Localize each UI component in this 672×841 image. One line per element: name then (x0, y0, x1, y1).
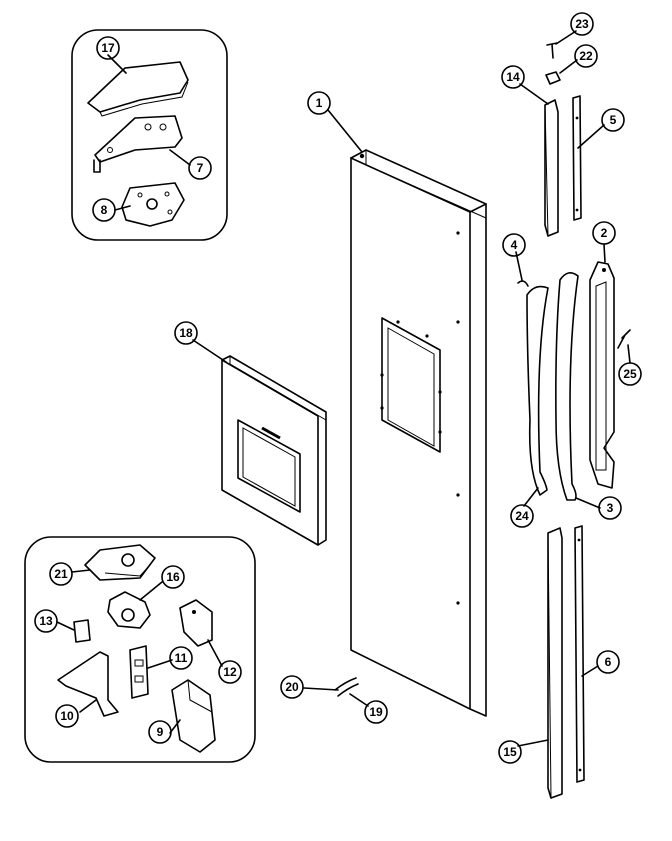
dispenser-bezel (221, 355, 327, 546)
handle-insert (555, 272, 579, 501)
callout-18: 18 (174, 321, 198, 345)
water-tube (334, 677, 357, 691)
callout-1: 1 (307, 91, 331, 115)
callout-16: 16 (161, 565, 185, 589)
lower-trim-right (574, 525, 585, 783)
upper-trim-left (544, 99, 559, 237)
callout-5: 5 (601, 108, 625, 132)
top-hinge-inset-frame (71, 29, 228, 241)
hinge-shim (129, 645, 149, 699)
svg-text:16: 16 (166, 570, 180, 584)
svg-text:1: 1 (316, 96, 323, 110)
svg-text:12: 12 (223, 665, 237, 679)
svg-text:7: 7 (197, 161, 204, 175)
part-callouts: 17 7 8 1 18 23 22 14 5 4 2 25 24 3 6 15 … (34, 12, 642, 764)
callout-17: 17 (96, 36, 120, 60)
lower-hinge-bracket (84, 544, 156, 581)
svg-text:4: 4 (511, 238, 518, 252)
svg-text:18: 18 (179, 326, 193, 340)
callout-20: 20 (280, 675, 304, 699)
bottom-hinge-inset (24, 536, 256, 763)
hinge-pin (93, 159, 101, 173)
lower-trim-left (547, 527, 563, 799)
handle-bracket-screw (617, 329, 631, 349)
svg-text:11: 11 (175, 651, 188, 665)
leader-lines (56, 30, 631, 747)
svg-text:17: 17 (101, 41, 115, 55)
hinge-bushing (73, 619, 91, 643)
callout-19: 19 (364, 700, 388, 724)
callout-9: 9 (148, 720, 172, 744)
callout-4: 4 (502, 233, 526, 257)
hinge-cam (107, 591, 151, 629)
svg-text:23: 23 (575, 17, 589, 31)
svg-text:21: 21 (54, 567, 68, 581)
svg-text:19: 19 (369, 705, 383, 719)
upper-trim-right (572, 95, 582, 221)
top-hinge-inset (71, 29, 228, 241)
callout-13: 13 (34, 609, 58, 633)
hinge-block (171, 679, 216, 753)
svg-text:10: 10 (60, 709, 74, 723)
callout-22: 22 (574, 44, 598, 68)
svg-text:8: 8 (101, 203, 108, 217)
bezel-opening (237, 419, 301, 513)
trim-and-handles (517, 42, 631, 799)
hinge-cover-part (87, 61, 189, 113)
door-outline (350, 149, 487, 717)
callout-10: 10 (55, 704, 79, 728)
svg-text:3: 3 (607, 501, 614, 515)
hinge-mounting-plate (179, 599, 213, 647)
door-panel (334, 149, 487, 717)
dispenser-cutout (381, 317, 441, 453)
callout-8: 8 (92, 198, 116, 222)
callout-24: 24 (510, 504, 534, 528)
callout-14: 14 (501, 65, 525, 89)
callout-12: 12 (218, 660, 242, 684)
callout-21: 21 (49, 562, 73, 586)
svg-text:25: 25 (623, 367, 637, 381)
svg-text:9: 9 (157, 725, 164, 739)
handle-outer (526, 285, 549, 496)
svg-text:13: 13 (39, 614, 53, 628)
svg-text:24: 24 (515, 509, 529, 523)
callout-23: 23 (570, 12, 594, 36)
svg-text:20: 20 (285, 680, 299, 694)
callout-15: 15 (498, 740, 522, 764)
svg-text:2: 2 (601, 226, 608, 240)
callout-6: 6 (596, 650, 620, 674)
door-hinge-hole (359, 153, 365, 159)
callout-3: 3 (598, 496, 622, 520)
callout-2: 2 (592, 221, 616, 245)
handle-bracket (589, 261, 615, 489)
callout-11: 11 (169, 646, 193, 670)
bottom-hinge-inset-frame (24, 536, 256, 763)
clip-part (545, 71, 561, 85)
hinge-plate-part (94, 115, 183, 163)
svg-text:6: 6 (605, 655, 612, 669)
handle-screw (517, 280, 529, 287)
svg-text:14: 14 (506, 70, 520, 84)
hinge-base-part (121, 182, 185, 227)
svg-text:5: 5 (610, 113, 617, 127)
callout-25: 25 (618, 362, 642, 386)
svg-text:22: 22 (579, 49, 593, 63)
svg-text:15: 15 (503, 745, 517, 759)
callout-7: 7 (188, 156, 212, 180)
lower-bracket (57, 651, 119, 717)
screw-top (546, 42, 558, 59)
